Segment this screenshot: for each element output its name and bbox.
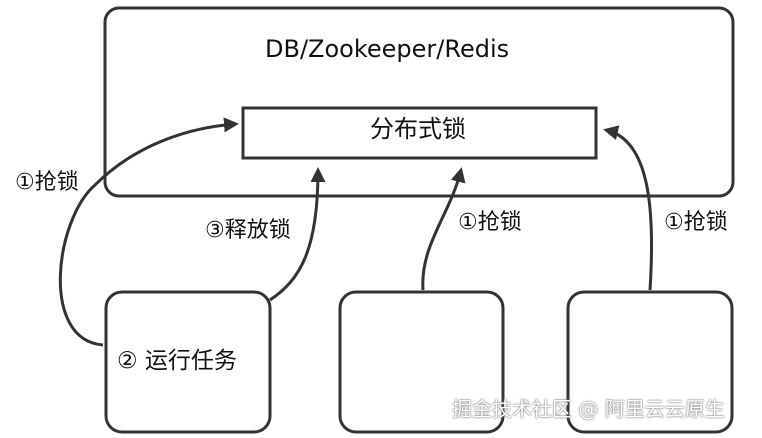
storage-title: DB/Zookeeper/Redis [265,35,510,63]
client-box-1 [104,290,272,434]
arrow-grab-right [603,125,654,291]
client-box-3 [566,290,734,434]
step-grab-lock-left: ①抢锁 [15,170,79,195]
step-release-lock: ③释放锁 [205,218,291,243]
step-grab-lock-right: ①抢锁 [664,210,728,235]
arrow-release [269,167,326,302]
step-grab-lock-middle: ①抢锁 [458,210,522,235]
storage-container [103,6,735,198]
client-task-label: ② 运行任务 [117,348,237,374]
watermark: 掘金技术社区 @ 阿里云云原生 [452,397,725,421]
client-box-2 [338,290,505,434]
arrow-grab-left [58,117,239,347]
distributed-lock-box [241,106,598,160]
arrow-grab-mid [421,167,466,291]
distributed-lock-label: 分布式锁 [370,115,466,143]
